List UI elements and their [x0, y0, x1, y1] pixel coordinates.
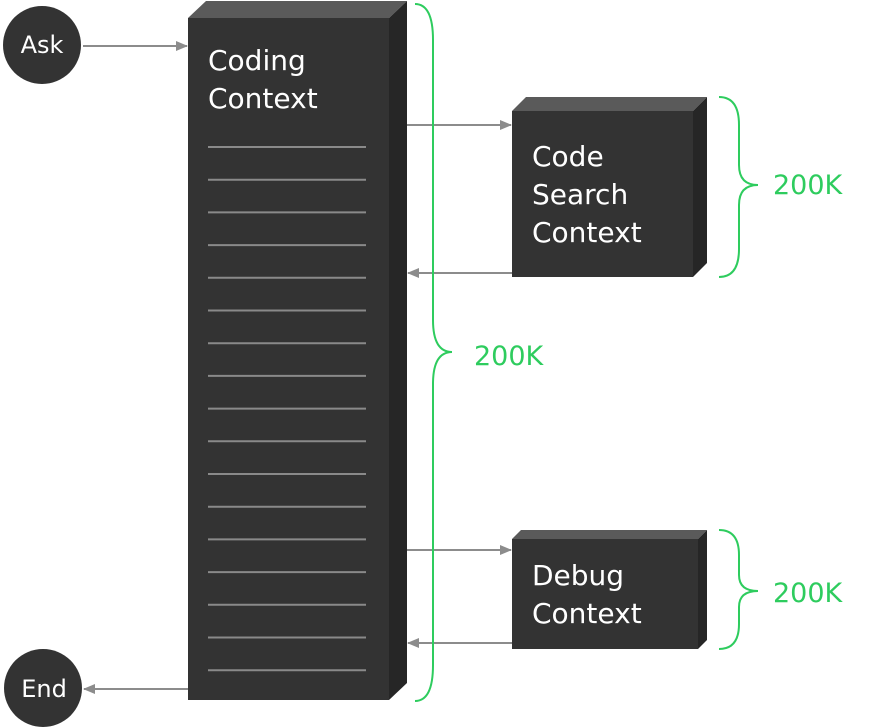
debug-brace: [718, 529, 759, 650]
code-search-context-box: Code Search Context: [512, 97, 707, 277]
code-search-side-face: [693, 97, 707, 277]
coding-context-title: Coding Context: [208, 44, 318, 115]
ask-circle: [3, 6, 81, 84]
context-entry-lines: [208, 146, 366, 672]
code-search-capacity-label: 200K: [773, 170, 844, 201]
code-search-title: Code Search Context: [532, 140, 642, 249]
debug-front-face: [512, 539, 698, 649]
coding-context-front-face: [188, 18, 389, 700]
debug-context-box: Debug Context: [512, 530, 707, 649]
debug-side-face: [698, 530, 707, 649]
coding-context-box: Coding Context: [188, 1, 407, 700]
ask-node: Ask: [3, 6, 81, 84]
main-context-brace: [414, 3, 453, 702]
coding-context-side-face: [389, 1, 407, 700]
coding-context-top-face: [188, 1, 407, 18]
code-search-top-face: [512, 97, 707, 111]
end-label: End: [21, 675, 67, 703]
end-node: End: [4, 649, 82, 727]
code-search-brace: [718, 96, 759, 278]
debug-title: Debug Context: [532, 559, 642, 630]
end-circle: [4, 649, 82, 727]
main-capacity-label: 200K: [474, 341, 545, 372]
debug-top-face: [512, 530, 707, 539]
ask-label: Ask: [21, 31, 64, 59]
code-search-front-face: [512, 111, 693, 277]
debug-capacity-label: 200K: [773, 578, 844, 609]
